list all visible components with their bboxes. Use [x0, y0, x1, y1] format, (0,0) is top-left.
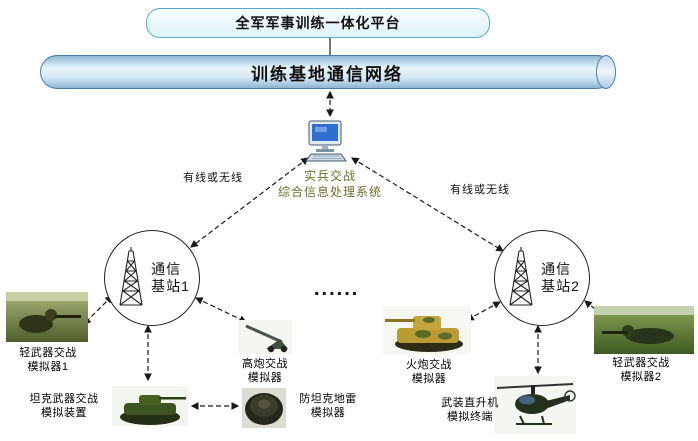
base-station-2-node: 通信 基站2	[494, 230, 590, 326]
cylinder-end-cap	[596, 55, 616, 89]
platform-label: 全军军事训练一体化平台	[235, 15, 401, 31]
base-station-1-line2: 基站1	[151, 278, 190, 294]
arrow-processing-to-station2	[351, 157, 504, 252]
label-line: 模拟器	[411, 373, 447, 386]
anti-tank-mine-image	[242, 388, 286, 428]
label-helicopter: 武装直升机 模拟终端	[432, 396, 508, 425]
label-line: 模拟器2	[620, 371, 662, 384]
network-cylinder: 训练基地通信网络	[40, 55, 616, 89]
label-anti-tank-mine: 防坦克地雷 模拟器	[288, 392, 368, 421]
label-line: 模拟装置	[41, 407, 87, 420]
label-aa-gun: 高炮交战 模拟器	[226, 357, 304, 386]
artillery-image	[383, 306, 471, 354]
base-station-1-line1: 通信	[151, 260, 182, 277]
label-artillery: 火炮交战 模拟器	[390, 358, 468, 387]
tower-icon	[509, 247, 533, 306]
label-tank-weapon: 坦克武器交战 模拟装置	[16, 392, 112, 421]
aa-gun-image	[238, 320, 292, 354]
arrow-processing-to-station1	[190, 157, 309, 248]
light-weapon-2-image	[594, 306, 694, 354]
label-line: 模拟器	[247, 372, 283, 385]
label-line: 模拟终端	[447, 411, 493, 424]
label-line: 武装直升机	[441, 397, 499, 409]
label-line: 高炮交战	[242, 358, 288, 370]
label-line: 轻武器交战	[19, 347, 77, 359]
link-label-right: 有线或无线	[450, 184, 510, 196]
label-light-weapon-2: 轻武器交战 模拟器2	[598, 356, 684, 385]
base-station-1-node: 通信 基站1	[104, 230, 200, 326]
processing-system-label: 实兵交战 综合信息处理系统	[268, 168, 392, 200]
base-station-2-line1: 通信	[541, 260, 572, 277]
ellipsis: ......	[314, 278, 360, 300]
platform-box: 全军军事训练一体化平台	[146, 8, 490, 38]
processing-system-line1: 实兵交战	[303, 169, 356, 183]
label-line: 火炮交战	[406, 359, 452, 371]
helicopter-image	[494, 376, 576, 434]
label-line: 防坦克地雷	[299, 393, 357, 405]
computer-icon	[305, 120, 347, 162]
link-label-left: 有线或无线	[183, 172, 243, 184]
label-line: 模拟器	[310, 407, 346, 420]
label-light-weapon-1: 轻武器交战 模拟器1	[4, 346, 92, 375]
tower-icon	[119, 247, 143, 306]
base-station-2-line2: 基站2	[541, 278, 580, 294]
label-line: 模拟器1	[27, 361, 69, 374]
base-station-1-label: 通信 基站1	[151, 261, 190, 296]
arrow-station1-to-aa-gun	[194, 297, 248, 323]
cylinder-body	[40, 55, 614, 89]
arrow-station1-to-light-weapon-1	[83, 295, 113, 325]
tank-image	[112, 386, 188, 426]
arrow-station2-to-artillery	[465, 301, 502, 321]
network-label: 训练基地通信网络	[251, 64, 403, 84]
base-station-2-label: 通信 基站2	[541, 261, 580, 296]
label-line: 坦克武器交战	[29, 393, 99, 405]
processing-system-line2: 综合信息处理系统	[277, 185, 382, 200]
light-weapon-1-image	[6, 292, 88, 342]
label-line: 轻武器交战	[612, 357, 670, 369]
